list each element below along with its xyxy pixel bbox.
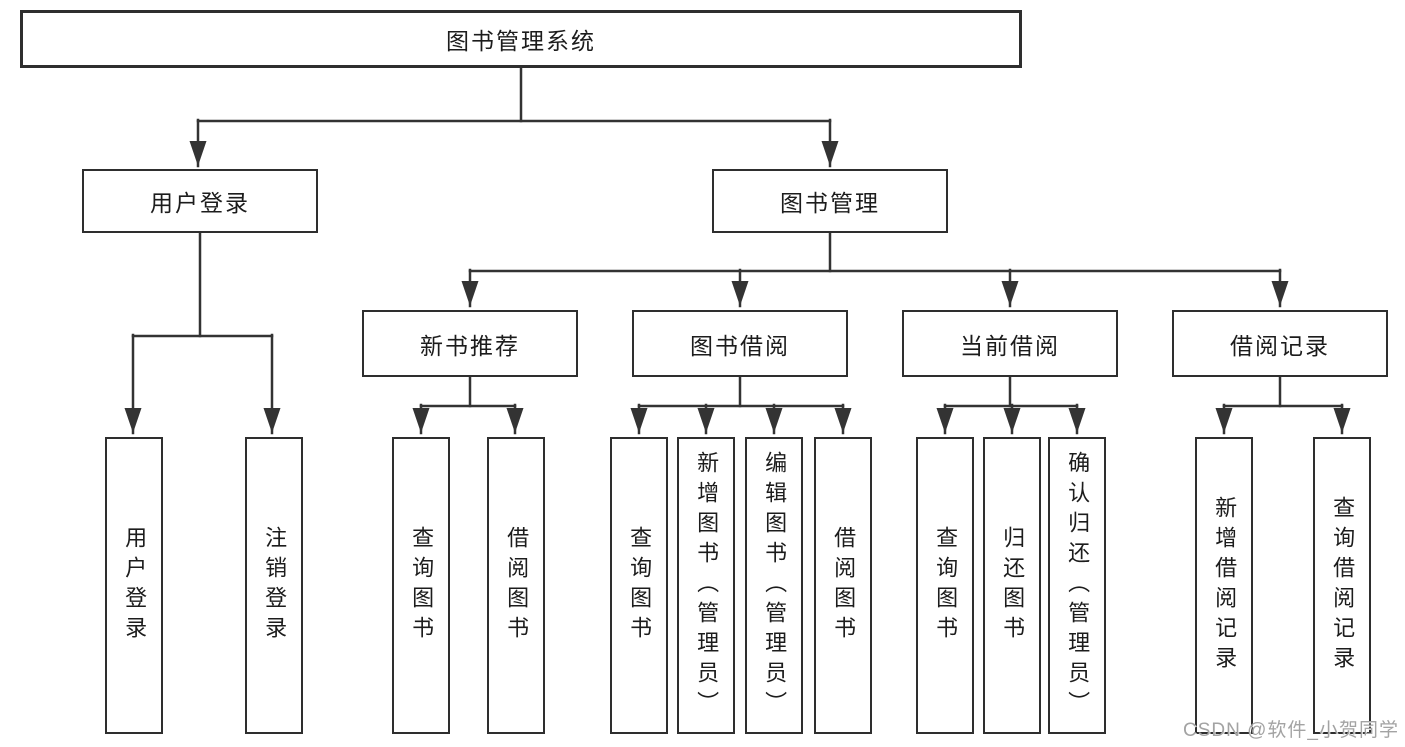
leaf-node-br-query-record-label: 查询借阅记录 [1330, 495, 1356, 676]
branch-node-new-books-label: 新书推荐 [420, 332, 520, 359]
branch-node-borrow-records: 借阅记录 [1172, 310, 1388, 377]
branch-node-user-login-label: 用户登录 [150, 190, 250, 216]
leaf-node-bb-query-books-label: 查询图书 [627, 525, 653, 646]
leaf-node-cb-return-books-label: 归还图书 [1000, 525, 1026, 646]
leaf-node-nb-query-books: 查询图书 [392, 437, 450, 734]
branch-node-user-login: 用户登录 [82, 169, 318, 233]
root-node-label: 图书管理系统 [446, 28, 596, 54]
csdn-watermark: CSDN @软件_小贺同学 [1183, 720, 1399, 741]
leaf-node-logout-label: 注销登录 [262, 525, 288, 646]
leaf-node-bb-add-books-admin: 新增图书（管理员） [677, 437, 735, 734]
leaf-node-cb-return-books: 归还图书 [983, 437, 1041, 734]
branch-node-book-management-label: 图书管理 [780, 190, 880, 216]
root-node-library-system: 图书管理系统 [20, 10, 1022, 68]
branch-node-borrow-records-label: 借阅记录 [1230, 332, 1330, 359]
leaf-node-br-add-record: 新增借阅记录 [1195, 437, 1253, 734]
leaf-node-br-add-record-label: 新增借阅记录 [1212, 495, 1238, 676]
leaf-node-bb-edit-books-admin-label: 编辑图书（管理员） [762, 450, 788, 721]
branch-node-book-borrow-label: 图书借阅 [690, 332, 790, 359]
leaf-node-bb-edit-books-admin: 编辑图书（管理员） [745, 437, 803, 734]
branch-node-new-books: 新书推荐 [362, 310, 578, 377]
leaf-node-cb-confirm-return-admin: 确认归还（管理员） [1048, 437, 1106, 734]
leaf-node-bb-query-books: 查询图书 [610, 437, 668, 734]
leaf-node-nb-borrow-books-label: 借阅图书 [504, 525, 530, 646]
branch-node-book-management: 图书管理 [712, 169, 948, 233]
branch-node-current-borrow: 当前借阅 [902, 310, 1118, 377]
branch-node-book-borrow: 图书借阅 [632, 310, 848, 377]
branch-node-current-borrow-label: 当前借阅 [960, 332, 1060, 359]
leaf-node-nb-borrow-books: 借阅图书 [487, 437, 545, 734]
leaf-node-br-query-record: 查询借阅记录 [1313, 437, 1371, 734]
leaf-node-logout: 注销登录 [245, 437, 303, 734]
leaf-node-cb-confirm-return-admin-label: 确认归还（管理员） [1065, 450, 1091, 721]
leaf-node-cb-query-books-label: 查询图书 [933, 525, 959, 646]
leaf-node-user-login-label: 用户登录 [122, 525, 148, 646]
leaf-node-nb-query-books-label: 查询图书 [409, 525, 435, 646]
leaf-node-cb-query-books: 查询图书 [916, 437, 974, 734]
leaf-node-bb-add-books-admin-label: 新增图书（管理员） [694, 450, 720, 721]
leaf-node-bb-borrow-books: 借阅图书 [814, 437, 872, 734]
leaf-node-bb-borrow-books-label: 借阅图书 [831, 525, 857, 646]
leaf-node-user-login: 用户登录 [105, 437, 163, 734]
